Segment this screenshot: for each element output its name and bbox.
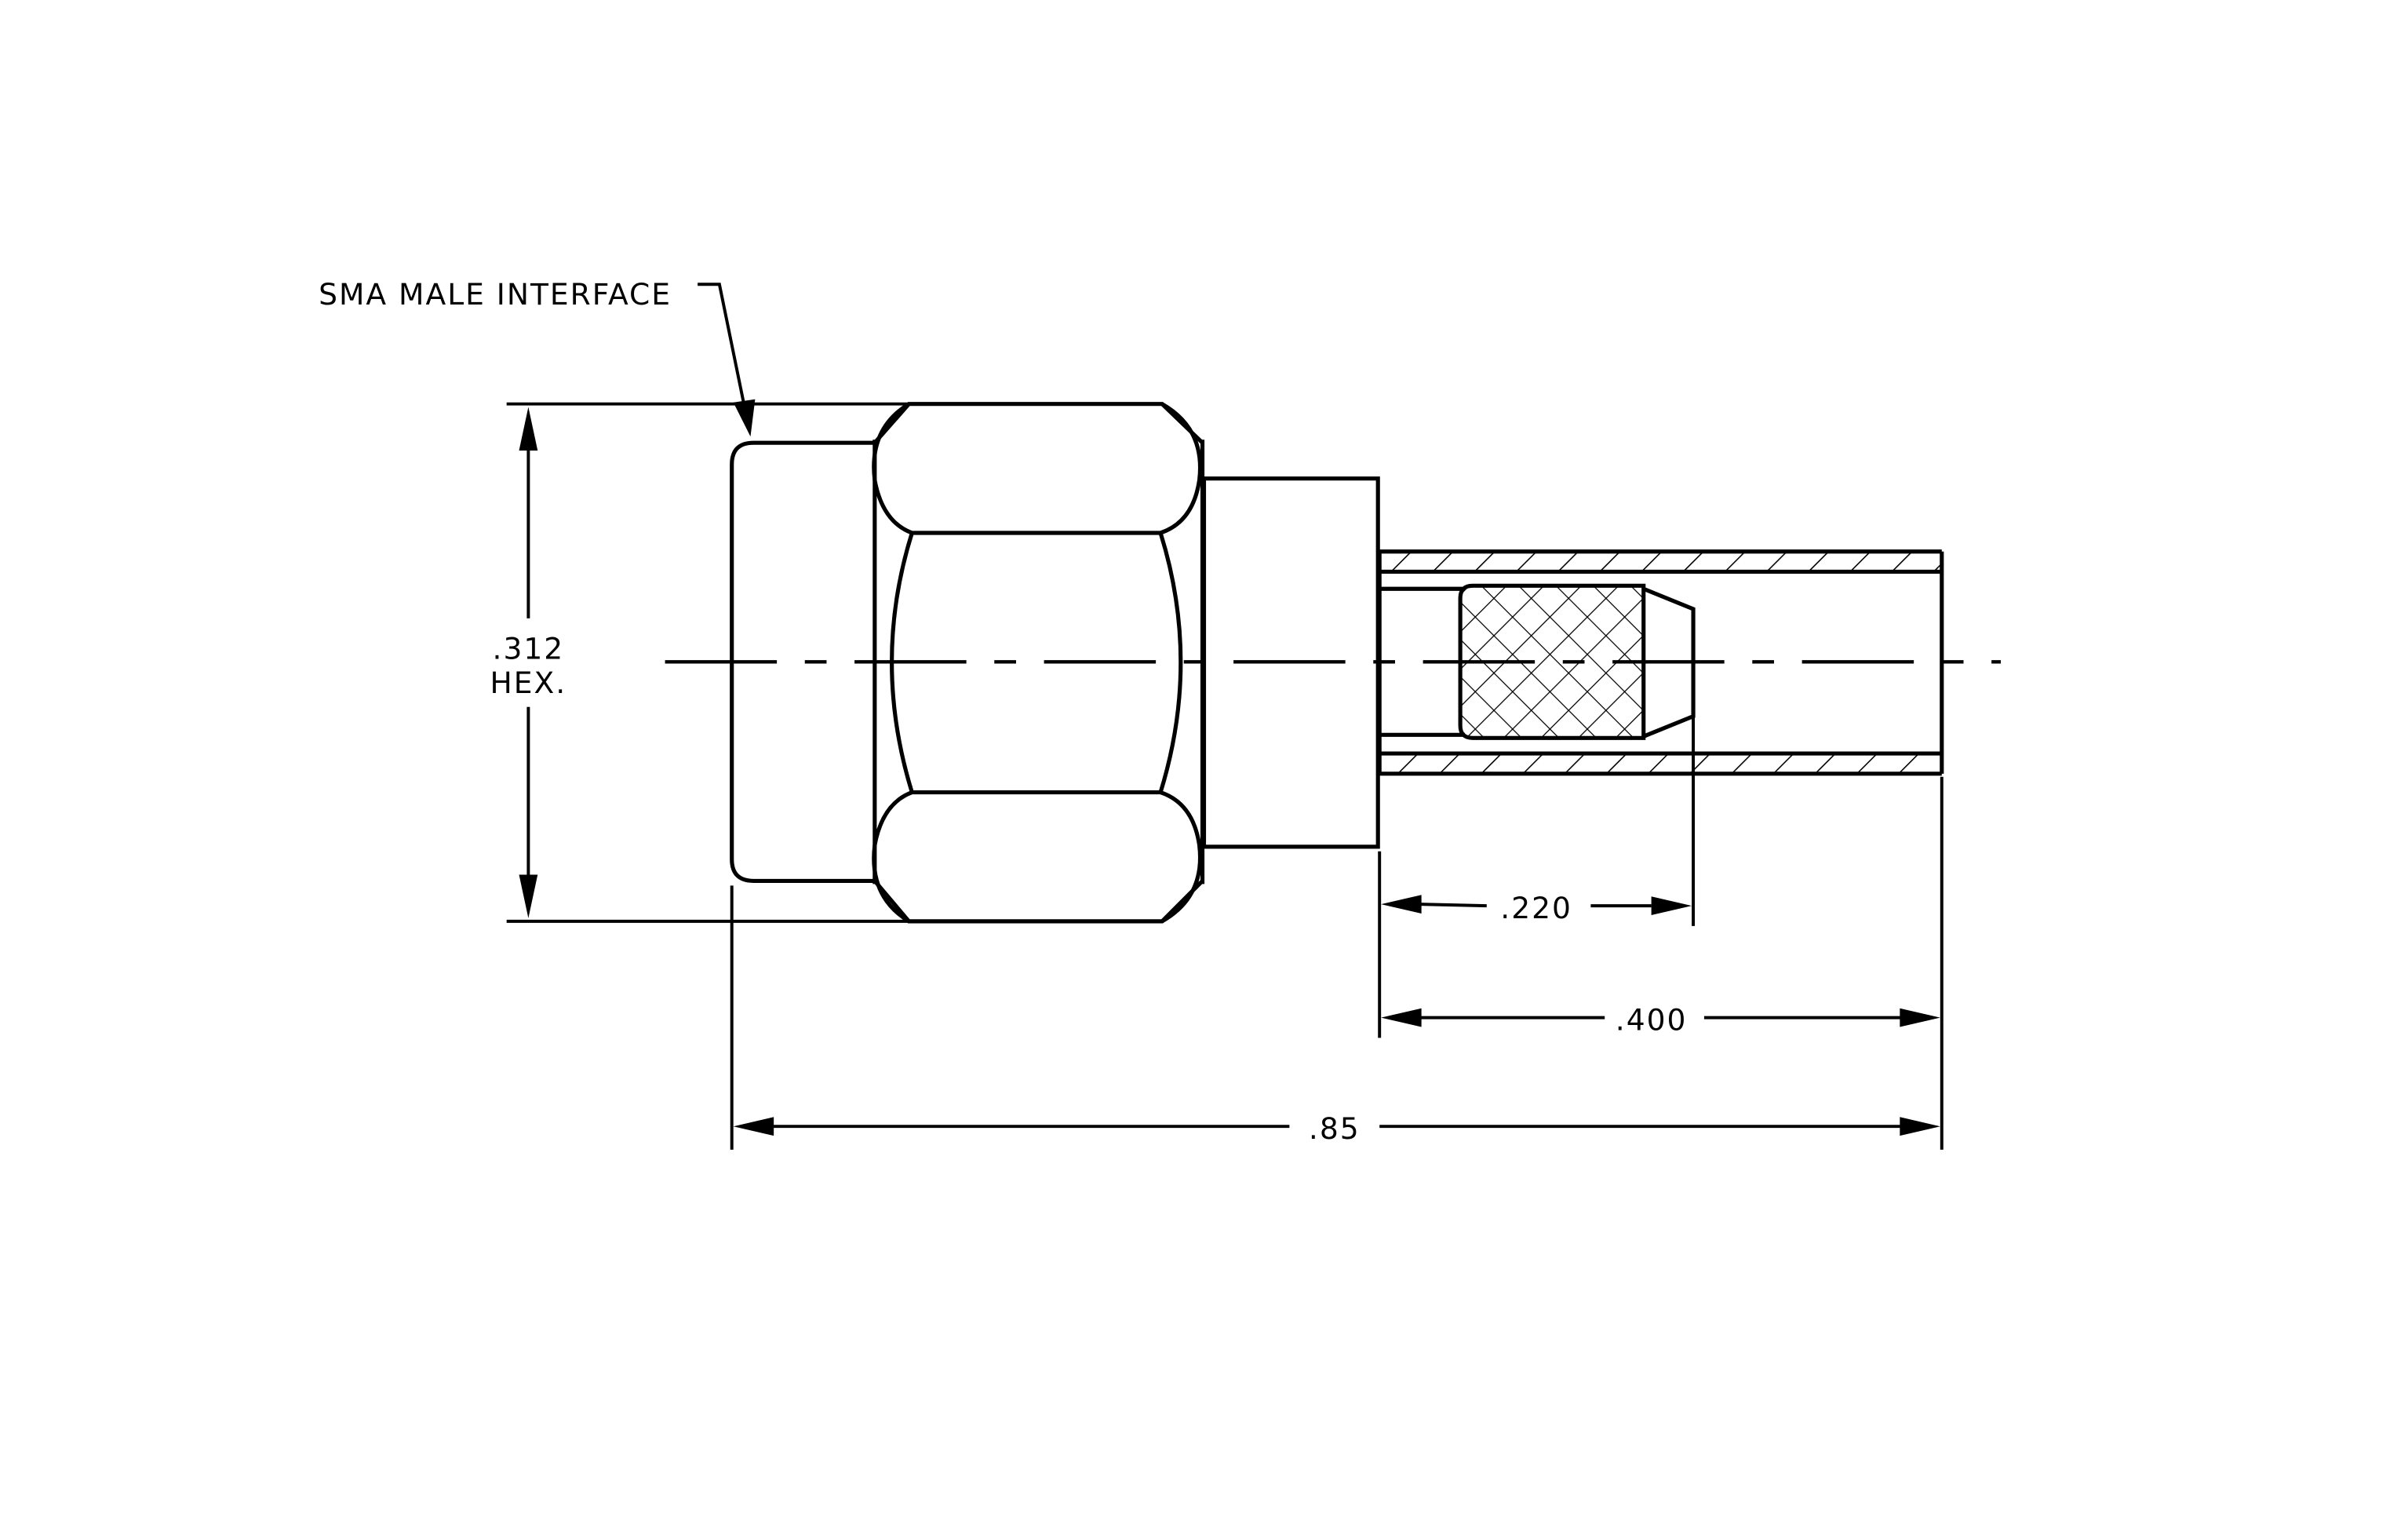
dimension-400-value: .400: [1616, 1002, 1688, 1037]
dimension-400: [1381, 776, 1944, 1150]
dimension-85-value: .85: [1309, 1111, 1361, 1146]
interface-body: [730, 440, 875, 883]
dimension-220: [1378, 618, 1696, 1038]
hex-dimension-label: HEX.: [490, 666, 567, 700]
hex-dimension: [506, 402, 909, 923]
dimension-85: [730, 885, 1940, 1150]
hex-dimension-value: .312: [493, 631, 565, 666]
dimension-220-value: .220: [1500, 891, 1572, 925]
callout-leader: [698, 283, 756, 437]
knurled-contact: [1458, 583, 1646, 740]
callout-label: SMA MALE INTERFACE: [319, 277, 672, 312]
